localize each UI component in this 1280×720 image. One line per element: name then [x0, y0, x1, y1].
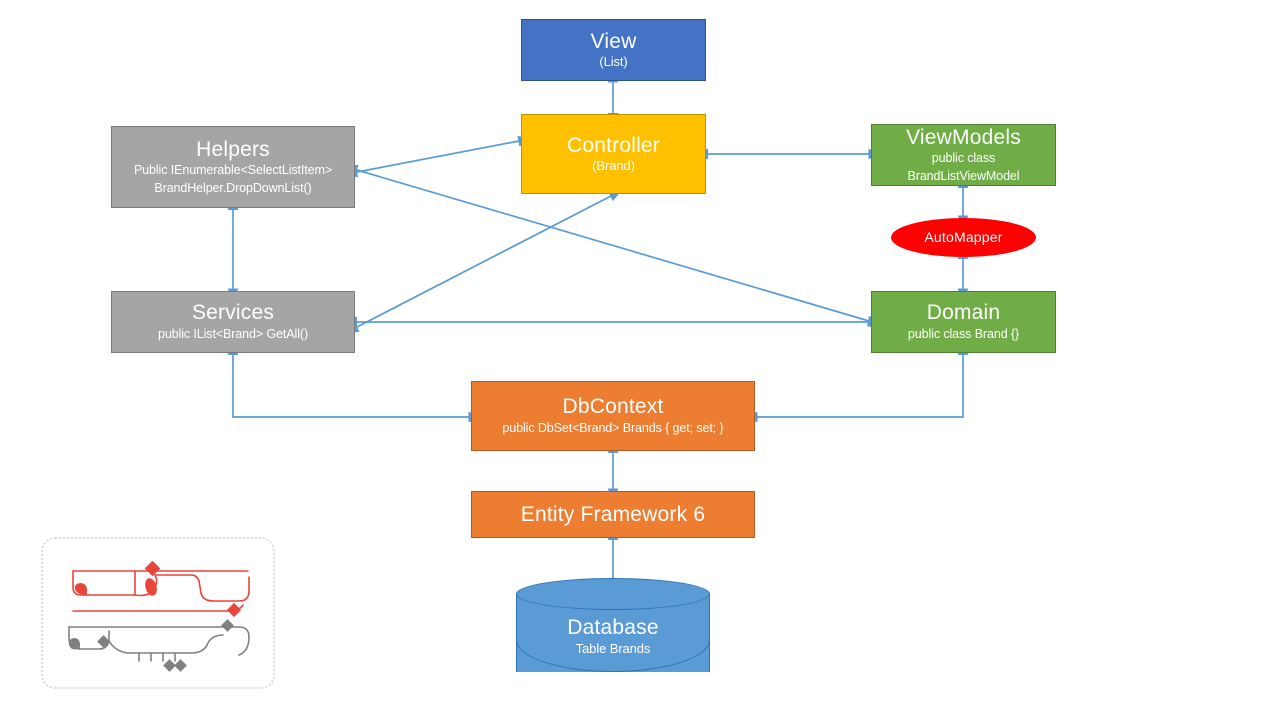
node-helpers-title: Helpers: [196, 137, 270, 161]
node-domain-signature: public class Brand {}: [907, 326, 1020, 341]
node-automapper[interactable]: AutoMapper: [891, 218, 1036, 257]
connector-services-controller: [345, 190, 622, 333]
connector-domain-dbcontext: [745, 342, 969, 423]
node-services[interactable]: Services public IList<Brand> GetAll(): [111, 291, 355, 353]
node-viewmodels-signature-line2: BrandListViewModel: [907, 168, 1020, 183]
connector-helpers-controller: [344, 135, 531, 178]
node-viewmodels-signature-line1: public class: [931, 151, 996, 166]
node-view-title: View: [590, 29, 637, 53]
node-view[interactable]: View (List): [521, 19, 706, 81]
cylinder-top-ellipse: [516, 578, 710, 610]
node-viewmodels-title: ViewModels: [906, 125, 1021, 149]
watermark-logo: [41, 537, 275, 689]
node-services-signature: public IList<Brand> GetAll(): [157, 326, 309, 341]
node-dbcontext-signature: public DbSet<Brand> Brands { get; set; }: [502, 420, 724, 435]
node-controller[interactable]: Controller (Brand): [521, 114, 706, 194]
node-dbcontext[interactable]: DbContext public DbSet<Brand> Brands { g…: [471, 381, 755, 451]
node-domain-title: Domain: [926, 301, 1001, 325]
node-view-subtitle: (List): [599, 54, 628, 70]
node-database-title: Database: [567, 616, 659, 639]
node-database[interactable]: Database Table Brands: [516, 578, 710, 688]
node-entity-framework[interactable]: Entity Framework 6: [471, 491, 755, 538]
barnamenevisan-logo-icon: [68, 560, 250, 672]
node-services-title: Services: [191, 301, 275, 325]
node-controller-title: Controller: [566, 133, 661, 157]
node-database-subtitle: Table Brands: [575, 640, 651, 656]
node-viewmodels[interactable]: ViewModels public class BrandListViewMod…: [871, 124, 1056, 186]
node-helpers[interactable]: Helpers Public IEnumerable<SelectListIte…: [111, 126, 355, 208]
node-entity-framework-title: Entity Framework 6: [520, 502, 706, 526]
node-dbcontext-title: DbContext: [562, 395, 664, 419]
node-helpers-signature-line2: BrandHelper.DropDownList(): [154, 180, 312, 195]
node-helpers-signature-line1: Public IEnumerable<SelectListItem>: [133, 163, 333, 178]
node-domain[interactable]: Domain public class Brand {}: [871, 291, 1056, 353]
node-controller-subtitle: (Brand): [592, 158, 635, 174]
node-automapper-title: AutoMapper: [924, 228, 1003, 245]
connector-services-dbcontext: [227, 342, 481, 423]
